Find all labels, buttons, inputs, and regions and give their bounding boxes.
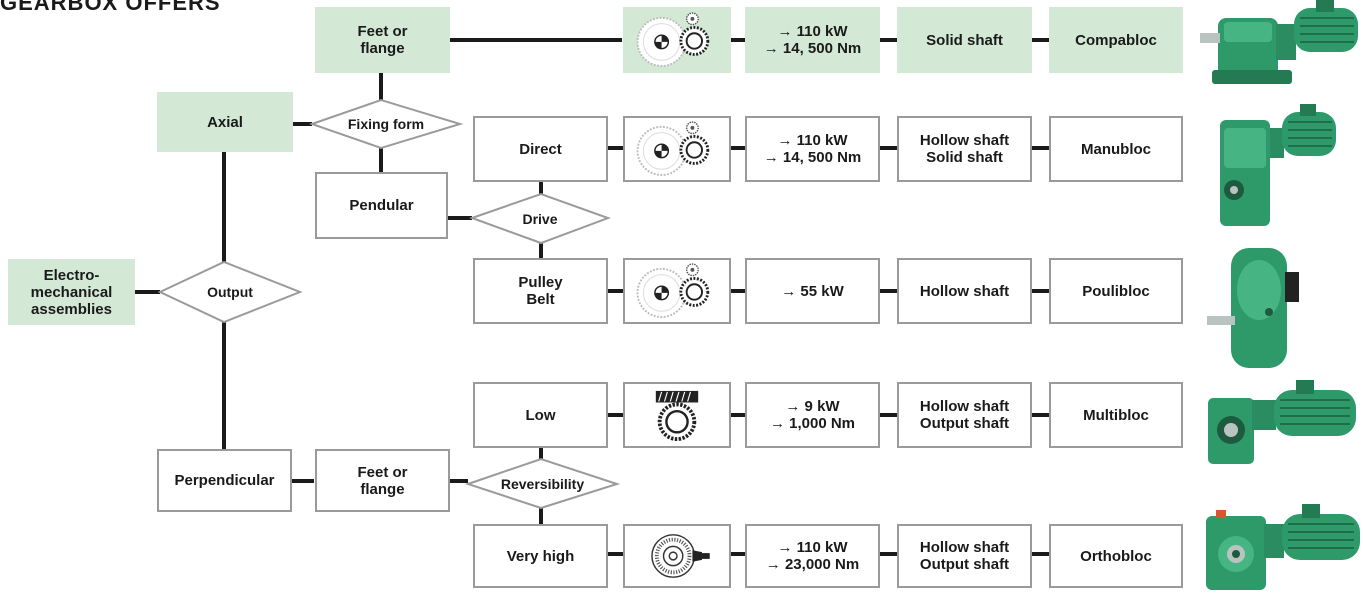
multibloc-product-image: [1208, 380, 1356, 464]
drive-decision-diamond: [469, 192, 611, 245]
spur-gear-pair-icon: [623, 258, 731, 324]
output-decision-diamond: [157, 260, 303, 324]
drive-option-direct: Direct: [473, 116, 608, 182]
reversibility-option-very-high: Very high: [473, 524, 608, 588]
feet-or-flange-perpendicular-node: Feet or flange: [315, 449, 450, 512]
shaft-cell: Hollow shaft Output shaft: [897, 382, 1032, 448]
orthobloc-product-image: [1206, 504, 1360, 590]
product-name-cell: Poulibloc: [1049, 258, 1183, 324]
worm-gear-icon: [623, 382, 731, 448]
spur-gear-pair-icon: [623, 7, 731, 73]
reversibility-option-low: Low: [473, 382, 608, 448]
shaft-cell: Hollow shaft: [897, 258, 1032, 324]
bevel-gear-icon: [623, 524, 731, 588]
poulibloc-product-image: [1207, 248, 1299, 368]
performance-cell: → 110 kW → 23,000 Nm: [745, 524, 880, 588]
reversibility-decision-diamond: [464, 457, 621, 510]
feet-or-flange-axial-node: Feet or flange: [315, 7, 450, 73]
performance-cell: → 110 kW → 14, 500 Nm: [745, 7, 880, 73]
performance-cell: → 9 kW → 1,000 Nm: [745, 382, 880, 448]
drive-decision-label: Drive: [522, 210, 558, 227]
electromechanical-assemblies-node: Electro- mechanical assemblies: [8, 259, 135, 325]
drive-option-pulley-belt: Pulley Belt: [473, 258, 608, 324]
product-name-cell: Multibloc: [1049, 382, 1183, 448]
shaft-cell: Hollow shaft Output shaft: [897, 524, 1032, 588]
page-title: GEARBOX OFFERS: [0, 0, 221, 15]
reversibility-decision-label: Reversibility: [500, 475, 585, 492]
perpendicular-node: Perpendicular: [157, 449, 292, 512]
performance-cell: → 110 kW → 14, 500 Nm: [745, 116, 880, 182]
manubloc-product-image: [1220, 104, 1336, 226]
fixing-form-decision-label: Fixing form: [347, 116, 425, 132]
spur-gear-pair-icon: [623, 116, 731, 182]
performance-cell: → 55 kW: [745, 258, 880, 324]
axial-node: Axial: [157, 92, 293, 152]
pendular-node: Pendular: [315, 172, 448, 239]
shaft-cell: Solid shaft: [897, 7, 1032, 73]
fixing-form-decision-diamond: [308, 98, 464, 150]
compabloc-product-image: [1200, 0, 1358, 84]
product-name-cell: Compabloc: [1049, 7, 1183, 73]
product-name-cell: Manubloc: [1049, 116, 1183, 182]
product-name-cell: Orthobloc: [1049, 524, 1183, 588]
output-decision-label: Output: [207, 284, 253, 300]
shaft-cell: Hollow shaft Solid shaft: [897, 116, 1032, 182]
